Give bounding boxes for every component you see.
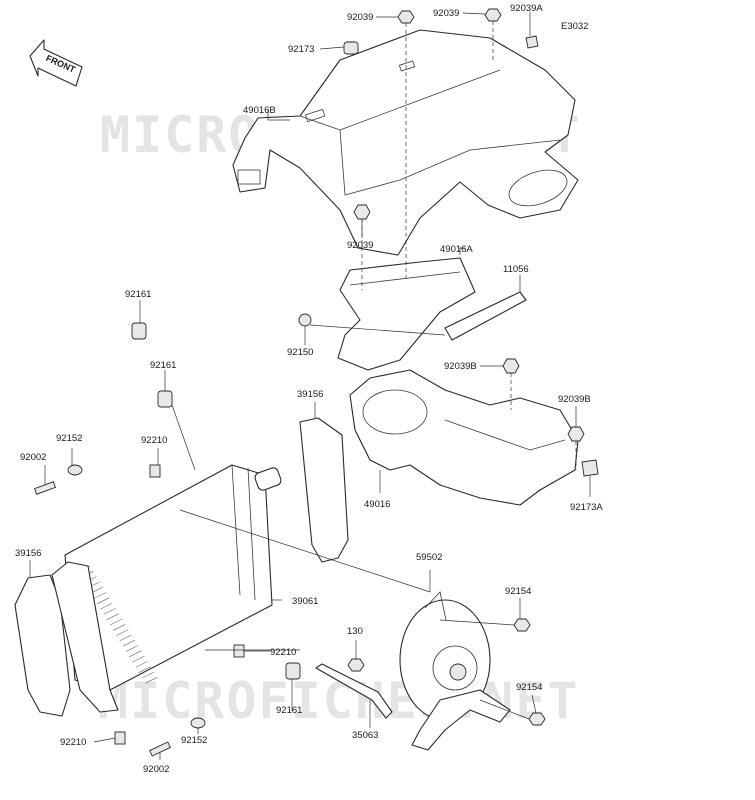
damper-92161-top[interactable] xyxy=(131,322,147,340)
label-130: 130 xyxy=(347,626,363,637)
bolt-92150[interactable] xyxy=(298,313,312,327)
nut-92039B-upper[interactable] xyxy=(502,358,520,374)
washer-92152-bottom[interactable] xyxy=(190,717,206,729)
label-92039-lower: 92039 xyxy=(347,240,373,251)
bracket-49016A[interactable] xyxy=(337,257,476,371)
diagram-code: E3032 xyxy=(561,21,588,32)
clip-92173A[interactable] xyxy=(581,459,599,477)
nut-92039-top-right[interactable] xyxy=(484,8,502,22)
part-labels: 92039 92039 92039A 92173 49016B 92039 49… xyxy=(15,3,603,775)
label-92210-right: 92210 xyxy=(270,647,296,658)
label-39156-upper: 39156 xyxy=(297,389,323,400)
grommet-92173[interactable] xyxy=(343,41,359,55)
label-49016: 49016 xyxy=(364,499,390,510)
label-92152-bottom: 92152 xyxy=(181,735,207,746)
label-92161-mid: 92161 xyxy=(150,360,176,371)
label-92039-top-left: 92039 xyxy=(347,12,373,23)
label-92173A: 92173A xyxy=(570,502,603,513)
label-92039-top-right: 92039 xyxy=(433,8,459,19)
shroud-49016[interactable] xyxy=(349,369,579,506)
label-39061: 39061 xyxy=(292,596,318,607)
label-92039A: 92039A xyxy=(510,3,543,14)
assembly-dashed-lines xyxy=(361,21,577,470)
radiator-filler-neck[interactable] xyxy=(254,466,283,491)
collar-92210-bottom[interactable] xyxy=(114,731,126,745)
label-92154-upper: 92154 xyxy=(505,586,531,597)
fan-59502[interactable] xyxy=(399,591,511,751)
connector-lines xyxy=(171,324,530,720)
label-92161-bottom: 92161 xyxy=(276,705,302,716)
cover-39156-upper[interactable] xyxy=(299,417,349,563)
front-direction-arrow-icon: FRONT xyxy=(29,39,83,87)
label-49016A: 49016A xyxy=(440,244,473,255)
label-92210-upper: 92210 xyxy=(141,435,167,446)
clip-92039A[interactable] xyxy=(525,35,539,49)
bolt-92154-lower[interactable] xyxy=(528,712,546,726)
radiator-side-tank[interactable] xyxy=(51,561,119,713)
collar-92210-right[interactable] xyxy=(233,644,245,658)
label-92161-top: 92161 xyxy=(125,289,151,300)
nut-92039B-right[interactable] xyxy=(567,426,585,442)
label-11056: 11056 xyxy=(503,264,529,275)
cover-39156-left[interactable] xyxy=(14,574,71,717)
bracket-35063[interactable] xyxy=(315,663,393,719)
label-92039B-upper: 92039B xyxy=(444,361,477,372)
bolt-92154-upper[interactable] xyxy=(513,618,531,632)
bolt-92002-bottom[interactable] xyxy=(149,741,171,757)
label-92039B-right: 92039B xyxy=(558,394,591,405)
label-92002-bottom: 92002 xyxy=(143,764,169,775)
damper-92161-bottom[interactable] xyxy=(285,662,301,680)
stay-11056[interactable] xyxy=(444,291,527,341)
label-92154-lower: 92154 xyxy=(516,682,542,693)
label-92210-bottom: 92210 xyxy=(60,737,86,748)
label-92002-left: 92002 xyxy=(20,452,46,463)
nut-92039-lower[interactable] xyxy=(353,204,371,220)
label-49016B: 49016B xyxy=(243,105,276,116)
label-92173: 92173 xyxy=(288,44,314,55)
label-92150: 92150 xyxy=(287,347,313,358)
bolt-130[interactable] xyxy=(347,658,365,672)
label-92152-left: 92152 xyxy=(56,433,82,444)
collar-92210-upper[interactable] xyxy=(149,464,161,478)
label-39156-left: 39156 xyxy=(15,548,41,559)
label-59502: 59502 xyxy=(416,552,442,563)
damper-92161-mid[interactable] xyxy=(157,390,173,408)
nut-92039-top-left[interactable] xyxy=(397,10,415,24)
bolt-92002-left[interactable] xyxy=(34,481,56,495)
washer-92152-left[interactable] xyxy=(67,464,83,476)
label-35063: 35063 xyxy=(352,730,378,741)
shroud-49016B[interactable] xyxy=(232,29,579,256)
